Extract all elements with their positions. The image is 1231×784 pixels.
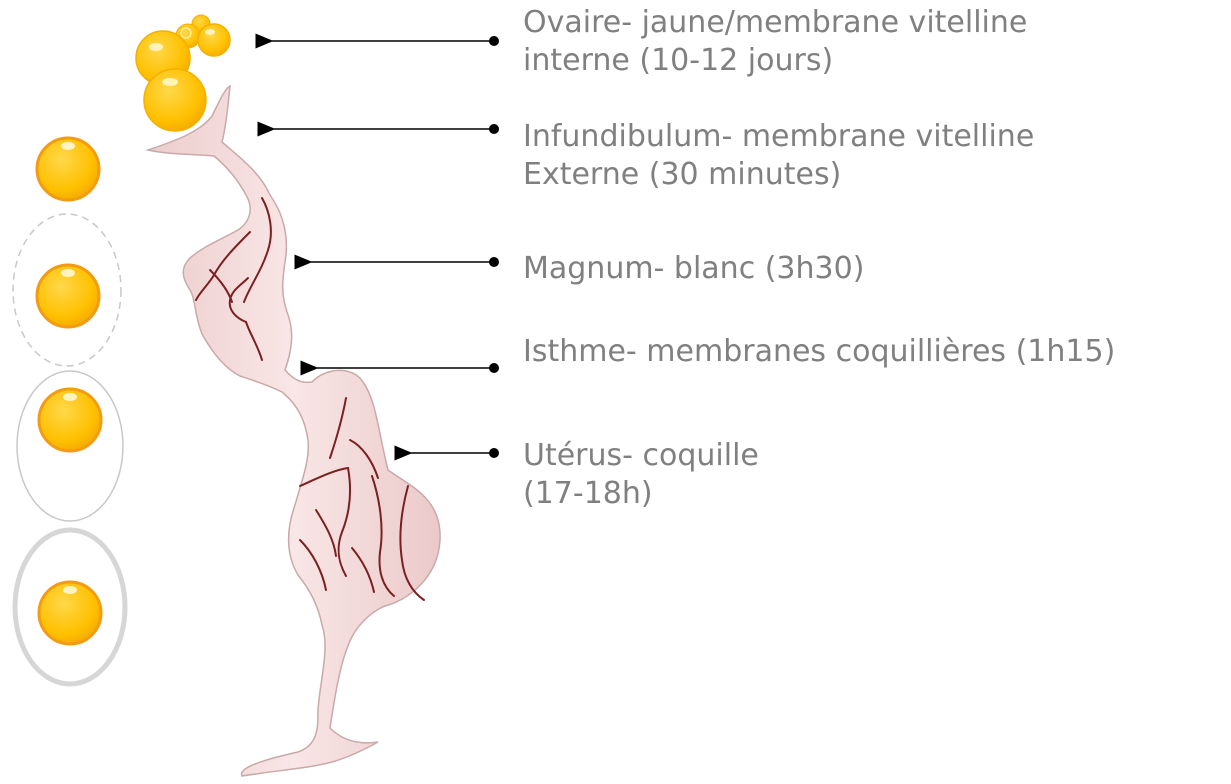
label-uterus-line-1: Utérus- coquille bbox=[523, 437, 759, 475]
oviduct-tube bbox=[148, 86, 440, 776]
label-uterus: Utérus- coquille (17-18h) bbox=[523, 437, 759, 513]
label-magnum-line-1: Magnum- blanc (3h30) bbox=[523, 250, 864, 288]
egg-shell-icon bbox=[15, 530, 125, 684]
label-infundibulum: Infundibulum- membrane vitelline Externe… bbox=[523, 118, 1034, 194]
egg-white-dashed-icon bbox=[13, 214, 121, 366]
label-ovaire-line-1: Ovaire- jaune/membrane vitelline bbox=[523, 4, 1027, 42]
arrow-infundibulum bbox=[274, 124, 499, 134]
arrow-ovaire bbox=[272, 36, 499, 46]
label-ovaire-line-2: interne (10-12 jours) bbox=[523, 42, 1027, 80]
label-infundibulum-line-2: Externe (30 minutes) bbox=[523, 156, 1034, 194]
label-isthme: Isthme- membranes coquillières (1h15) bbox=[523, 333, 1115, 371]
arrow-uterus bbox=[411, 448, 499, 458]
egg-membrane-icon bbox=[17, 371, 123, 521]
label-isthme-line-1: Isthme- membranes coquillières (1h15) bbox=[523, 333, 1115, 371]
label-magnum: Magnum- blanc (3h30) bbox=[523, 250, 864, 288]
arrow-magnum bbox=[311, 257, 499, 267]
yolk-icon bbox=[37, 138, 99, 200]
label-ovaire: Ovaire- jaune/membrane vitelline interne… bbox=[523, 4, 1027, 80]
label-uterus-line-2: (17-18h) bbox=[523, 475, 759, 513]
label-infundibulum-line-1: Infundibulum- membrane vitelline bbox=[523, 118, 1034, 156]
oviduct-body bbox=[148, 86, 440, 776]
